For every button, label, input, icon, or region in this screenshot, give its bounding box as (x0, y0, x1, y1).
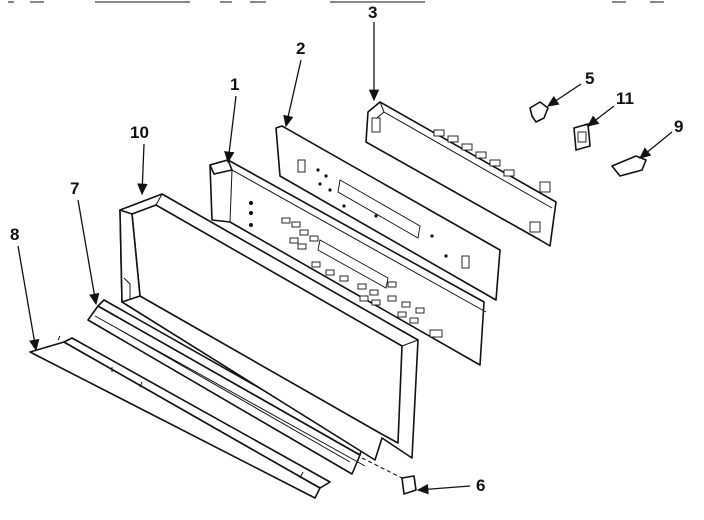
callout-5: 5 (585, 69, 594, 88)
callout-1: 1 (230, 75, 239, 94)
callout-labels: 1 2 3 5 6 7 8 9 10 11 (10, 3, 683, 495)
part-2-backing-board (275, 125, 501, 301)
part-11-bracket (573, 123, 591, 151)
leader-lines (17, 22, 673, 495)
part-1-control-panel (209, 159, 487, 366)
callout-10: 10 (130, 123, 149, 142)
part-8-trim-strip (29, 335, 331, 499)
part-5-clip (529, 101, 549, 123)
callout-11: 11 (616, 89, 634, 108)
callout-7: 7 (70, 179, 79, 198)
callout-3: 3 (368, 3, 377, 22)
part-10-frame (119, 193, 419, 461)
part-3-control-board (365, 101, 557, 247)
callout-8: 8 (10, 225, 19, 244)
part-7-lower-trim (87, 299, 366, 475)
callout-2: 2 (296, 39, 305, 58)
callout-9: 9 (674, 117, 683, 136)
part-9-tab (611, 155, 647, 177)
part-6-clip (361, 457, 417, 495)
callout-6: 6 (476, 476, 485, 495)
